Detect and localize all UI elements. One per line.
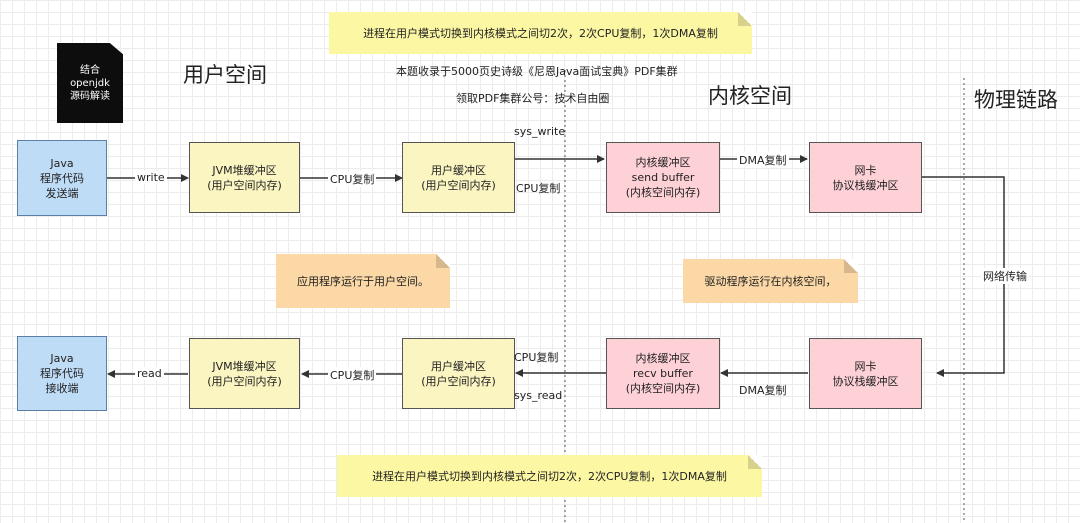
label-cpu-copy-4: CPU复制 (328, 367, 377, 383)
box-line: (用户空间内存) (207, 178, 282, 192)
label-cpu-copy-1: CPU复制 (328, 171, 377, 187)
note-fold (738, 12, 752, 26)
box-line: (用户空间内存) (207, 374, 282, 388)
box-line: 程序代码 (40, 171, 84, 185)
box-line: (内核空间内存) (625, 186, 701, 199)
top-note-text: 进程在用户模式切换到内核模式之间切2次，2次CPU复制，1次DMA复制 (363, 27, 718, 40)
box-line: 程序代码 (40, 367, 84, 380)
box-line: 用户缓冲区 (431, 163, 486, 177)
box-line: send buffer (631, 171, 695, 184)
box-line: 内核缓冲区 (635, 156, 691, 169)
box-line: (用户空间内存) (421, 178, 496, 192)
section-user-space: 用户空间 (183, 63, 267, 87)
book-line: openjdk (70, 77, 110, 89)
box-line: Java (50, 352, 74, 365)
nic-recv-buffer: 网卡 协议栈缓冲区 (809, 338, 922, 409)
user-space-note: 应用程序运行于用户空间。 (276, 254, 450, 308)
java-sender-box: Java 程序代码 发送端 (17, 140, 107, 216)
java-receiver-box: Java 程序代码 接收端 (17, 336, 107, 411)
book-line: 结合 (80, 64, 100, 76)
box-line: JVM堆缓冲区 (212, 163, 277, 177)
note-fold (748, 455, 762, 469)
kernel-space-note-text: 驱动程序运行在内核空间， (704, 275, 837, 288)
box-line: 接收端 (45, 382, 79, 395)
note-fold (436, 254, 450, 268)
box-line: (内核空间内存) (625, 382, 701, 395)
bottom-note-text: 进程在用户模式切换到内核模式之间切2次，2次CPU复制，1次DMA复制 (372, 470, 727, 483)
jvm-heap-buffer-recv: JVM堆缓冲区 (用户空间内存) (189, 338, 300, 409)
box-line: Java (50, 156, 74, 170)
top-note: 进程在用户模式切换到内核模式之间切2次，2次CPU复制，1次DMA复制 (329, 12, 752, 54)
user-buffer-send: 用户缓冲区 (用户空间内存) (402, 142, 515, 213)
user-space-note-text: 应用程序运行于用户空间。 (297, 275, 429, 288)
section-kernel-space: 内核空间 (708, 84, 792, 108)
promo-line-1: 本题收录于5000页史诗级《尼恩Java面试宝典》PDF集群 (396, 65, 678, 78)
label-dma-copy-1: DMA复制 (737, 152, 789, 168)
label-dma-copy-2: DMA复制 (739, 384, 787, 397)
box-line: 协议栈缓冲区 (832, 374, 899, 388)
bottom-note: 进程在用户模式切换到内核模式之间切2次，2次CPU复制，1次DMA复制 (337, 455, 762, 497)
box-line: 内核缓冲区 (635, 352, 691, 365)
box-line: 网卡 (854, 163, 877, 177)
box-line: 发送端 (45, 186, 79, 200)
label-cpu-copy-3: CPU复制 (514, 351, 559, 364)
box-line: recv buffer (633, 367, 693, 380)
box-line: JVM堆缓冲区 (212, 359, 277, 373)
book-badge: 结合 openjdk 源码解读 (57, 43, 123, 123)
kernel-space-note: 驱动程序运行在内核空间， (683, 259, 858, 303)
label-network: 网络传输 (981, 268, 1029, 284)
book-line: 源码解读 (70, 90, 110, 102)
box-line: 协议栈缓冲区 (832, 178, 899, 192)
label-sys-write: sys_write (514, 125, 566, 138)
label-write: write (135, 171, 167, 184)
box-line: (用户空间内存) (421, 374, 496, 388)
label-read: read (135, 367, 164, 380)
nic-send-buffer: 网卡 协议栈缓冲区 (809, 142, 922, 213)
note-fold (844, 259, 858, 273)
label-sys-read: sys_read (514, 389, 563, 402)
box-line: 网卡 (854, 359, 877, 373)
label-cpu-copy-2: CPU复制 (516, 182, 561, 195)
section-physical-link: 物理链路 (974, 88, 1058, 112)
promo-line-2: 领取PDF集群公号：技术自由圈 (456, 92, 610, 105)
jvm-heap-buffer-send: JVM堆缓冲区 (用户空间内存) (189, 142, 300, 213)
kernel-recv-buffer: 内核缓冲区 recv buffer (内核空间内存) (606, 338, 720, 409)
box-line: 用户缓冲区 (431, 359, 486, 373)
user-buffer-recv: 用户缓冲区 (用户空间内存) (402, 338, 515, 409)
kernel-send-buffer: 内核缓冲区 send buffer (内核空间内存) (606, 142, 720, 213)
